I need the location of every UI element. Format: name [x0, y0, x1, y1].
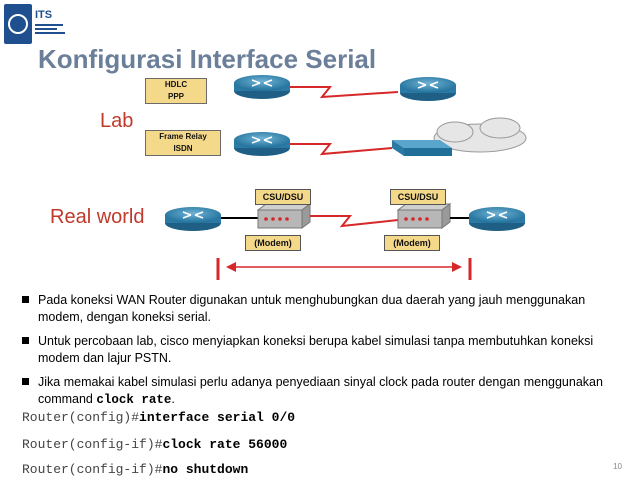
distance-arrow — [216, 258, 472, 280]
command-prompt: Router(config-if)# — [22, 437, 163, 452]
serial-link-lab — [290, 86, 399, 99]
its-logo — [4, 4, 32, 44]
command-line: Router(config-if)#clock rate 56000 — [22, 437, 287, 452]
list-item: Untuk percobaan lab, cisco menyiapkan ko… — [20, 333, 620, 367]
protocol-tag-framerelay-isdn: Frame Relay ISDN — [145, 130, 221, 156]
tag-isdn: ISDN — [173, 144, 193, 153]
command-line: Router(config-if)#no shutdown — [22, 462, 248, 477]
bullet-text: Untuk percobaan lab, cisco menyiapkan ko… — [38, 334, 594, 365]
page-number: 10 — [613, 462, 622, 471]
bullet-square-icon — [22, 296, 29, 303]
command-text: no shutdown — [162, 462, 249, 477]
router-icon — [234, 75, 290, 99]
modem-icon — [256, 203, 312, 229]
modem-label: (Modem) — [384, 235, 440, 251]
network-diagram — [165, 75, 527, 280]
command-prompt: Router(config)# — [22, 410, 140, 425]
command-prompt: Router(config-if)# — [22, 462, 163, 477]
inline-command: clock rate — [96, 393, 172, 407]
csu-dsu-label: CSU/DSU — [255, 189, 311, 205]
command-text: clock rate 56000 — [162, 437, 288, 452]
router-icon — [165, 207, 221, 231]
modem-label: (Modem) — [245, 235, 301, 251]
bullet-square-icon — [22, 337, 29, 344]
page-title: Konfigurasi Interface Serial — [38, 44, 377, 74]
bullet-square-icon — [22, 378, 29, 385]
lab-label: Lab — [100, 110, 134, 132]
real-world-label: Real world — [50, 206, 145, 228]
logo-subtitle-graphic — [35, 22, 75, 36]
command-text: interface serial 0/0 — [139, 410, 296, 425]
list-item: Pada koneksi WAN Router digunakan untuk … — [20, 292, 620, 326]
router-icon — [234, 132, 290, 156]
protocol-tag-hdlc-ppp: HDLC PPP — [145, 78, 207, 104]
bullet-text: Jika memakai kabel simulasi perlu adanya… — [38, 375, 603, 406]
bullet-text: Pada koneksi WAN Router digunakan untuk … — [38, 293, 586, 324]
cloud-icon — [433, 117, 527, 153]
router-icon — [469, 207, 525, 231]
serial-link-pstn — [310, 215, 399, 228]
router-icon — [400, 77, 456, 101]
serial-link-frame-relay — [290, 143, 393, 156]
tag-ppp: PPP — [167, 92, 184, 101]
logo-emblem-icon — [8, 14, 28, 34]
tag-hdlc: HDLC — [164, 80, 188, 89]
logo-name: ITS — [35, 9, 53, 21]
bullet-list: Pada koneksi WAN Router digunakan untuk … — [20, 292, 620, 416]
tag-frame-relay: Frame Relay — [159, 132, 207, 141]
bullet-suffix: . — [171, 392, 175, 406]
switch-icon — [392, 140, 452, 156]
command-line: Router(config)#interface serial 0/0 — [22, 410, 295, 425]
csu-dsu-label: CSU/DSU — [390, 189, 446, 205]
modem-icon — [396, 203, 452, 229]
list-item: Jika memakai kabel simulasi perlu adanya… — [20, 374, 620, 409]
